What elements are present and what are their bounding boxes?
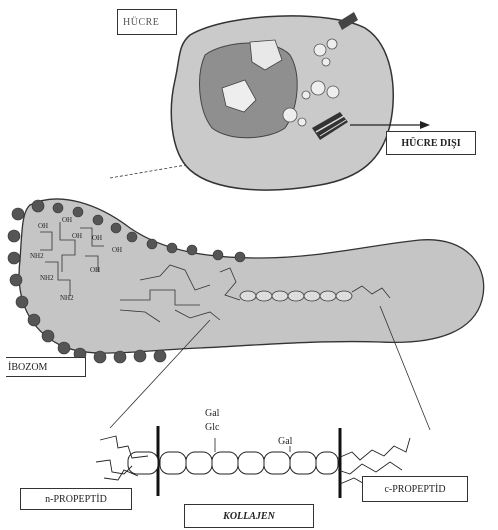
sugar-labels: Gal Glc Gal (205, 408, 293, 447)
chain-label-6: OH (90, 266, 100, 274)
cell (110, 12, 393, 190)
chain-label-9: NH2 (60, 294, 74, 302)
collagen-label: KOLLAJEN (184, 504, 314, 528)
chain-label-4: OH (92, 234, 102, 242)
n-propeptide-label: n-PROPEPTİD (20, 488, 132, 510)
c-propeptide-label: c-PROPEPTİD (362, 476, 468, 502)
chain-label-5: OH (112, 246, 122, 254)
cell-to-ribosome-line (110, 165, 186, 178)
extracellular-label: HÜCRE DIŞI (386, 131, 476, 155)
chain-label-1: OH (62, 216, 72, 224)
gal-label-left: Gal (205, 408, 220, 419)
chain-label-2: OH (38, 222, 48, 230)
ribosome-label: İBOZOM (6, 357, 86, 377)
er-body (19, 199, 484, 353)
chain-label-8: NH2 (40, 274, 54, 282)
glc-label-left: Glc (205, 422, 220, 433)
chain-label-7: NH2 (30, 252, 44, 260)
gal-label-right: Gal (278, 436, 293, 447)
cell-label: HÜCRE (117, 9, 177, 35)
chain-label-3: OH (72, 232, 82, 240)
